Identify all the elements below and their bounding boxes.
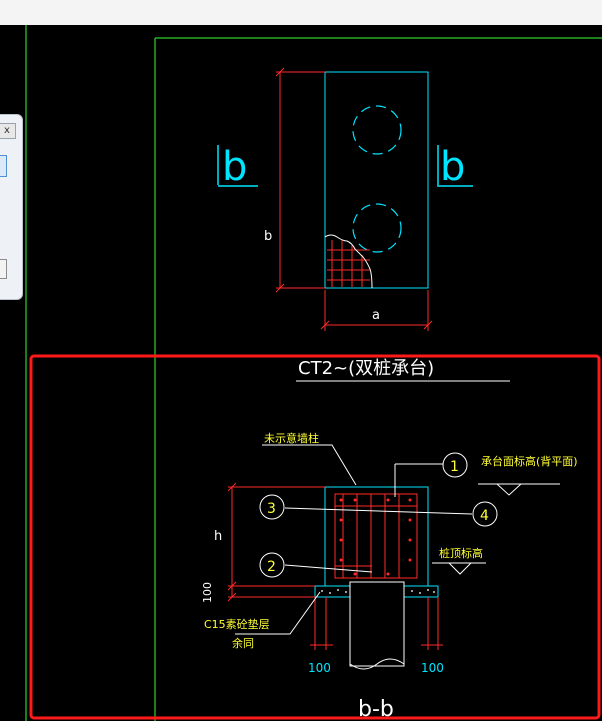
panel-button-primary[interactable] bbox=[0, 155, 7, 177]
dimension-a-label: a bbox=[372, 308, 380, 323]
marker-1-label: 1 bbox=[450, 459, 459, 475]
rebar-dots bbox=[339, 498, 412, 576]
marker-1: 1 bbox=[442, 452, 468, 478]
rebar-hatch bbox=[327, 240, 370, 287]
section-mark-left bbox=[217, 145, 258, 187]
dimension-h-label: h bbox=[214, 529, 222, 544]
top-view-title: CT2~(双桩承台) bbox=[298, 358, 434, 379]
section-mark-right bbox=[437, 145, 473, 187]
marker-3-label: 3 bbox=[267, 501, 276, 517]
marker-2: 2 bbox=[259, 552, 285, 578]
dimension-100-bottom bbox=[310, 597, 443, 650]
close-icon[interactable]: x bbox=[0, 123, 16, 139]
elevation-symbol-top bbox=[495, 483, 523, 496]
cap-plan-outline bbox=[324, 71, 429, 289]
section-mark-left-label: b bbox=[222, 144, 247, 190]
break-line bbox=[324, 234, 373, 289]
pile-body bbox=[349, 581, 405, 667]
elevation-symbol-pile bbox=[447, 562, 473, 575]
section-rebar bbox=[334, 493, 418, 579]
panel-button-secondary[interactable] bbox=[0, 259, 7, 279]
dimension-b-label: b bbox=[264, 229, 272, 244]
label-pile-top-elevation: 桩顶标高 bbox=[439, 546, 483, 560]
dimension-h bbox=[227, 482, 325, 602]
marker-2-label: 2 bbox=[267, 559, 276, 575]
section-mark-right-label: b bbox=[440, 144, 465, 190]
dimension-100-right-label: 100 bbox=[421, 661, 444, 675]
marker-4-label: 4 bbox=[480, 508, 489, 524]
label-cap-top-elevation: 承台面标高(背平面) bbox=[481, 454, 578, 468]
pile-circle-lower bbox=[352, 203, 402, 253]
label-cushion: C15素砼垫层 bbox=[204, 617, 270, 631]
label-cushion-2: 余同 bbox=[232, 636, 254, 650]
pile-circle-upper bbox=[352, 105, 402, 155]
cap-section-outline bbox=[324, 486, 429, 587]
pile-break bbox=[349, 658, 405, 670]
floating-side-panel[interactable]: x bbox=[0, 114, 23, 300]
marker-4: 4 bbox=[472, 501, 498, 527]
marker-3: 3 bbox=[259, 494, 285, 520]
dimension-100-vertical-label: 100 bbox=[201, 582, 214, 603]
label-column-not-shown: 未示意墙柱 bbox=[264, 431, 319, 445]
cad-drawing-canvas[interactable] bbox=[0, 25, 602, 721]
dimension-horizontal-a bbox=[320, 290, 433, 331]
dimension-vertical-b bbox=[275, 67, 325, 293]
highlight-box bbox=[29, 354, 601, 720]
dimension-100-left-label: 100 bbox=[308, 661, 331, 675]
cushion-hatch bbox=[321, 589, 435, 594]
